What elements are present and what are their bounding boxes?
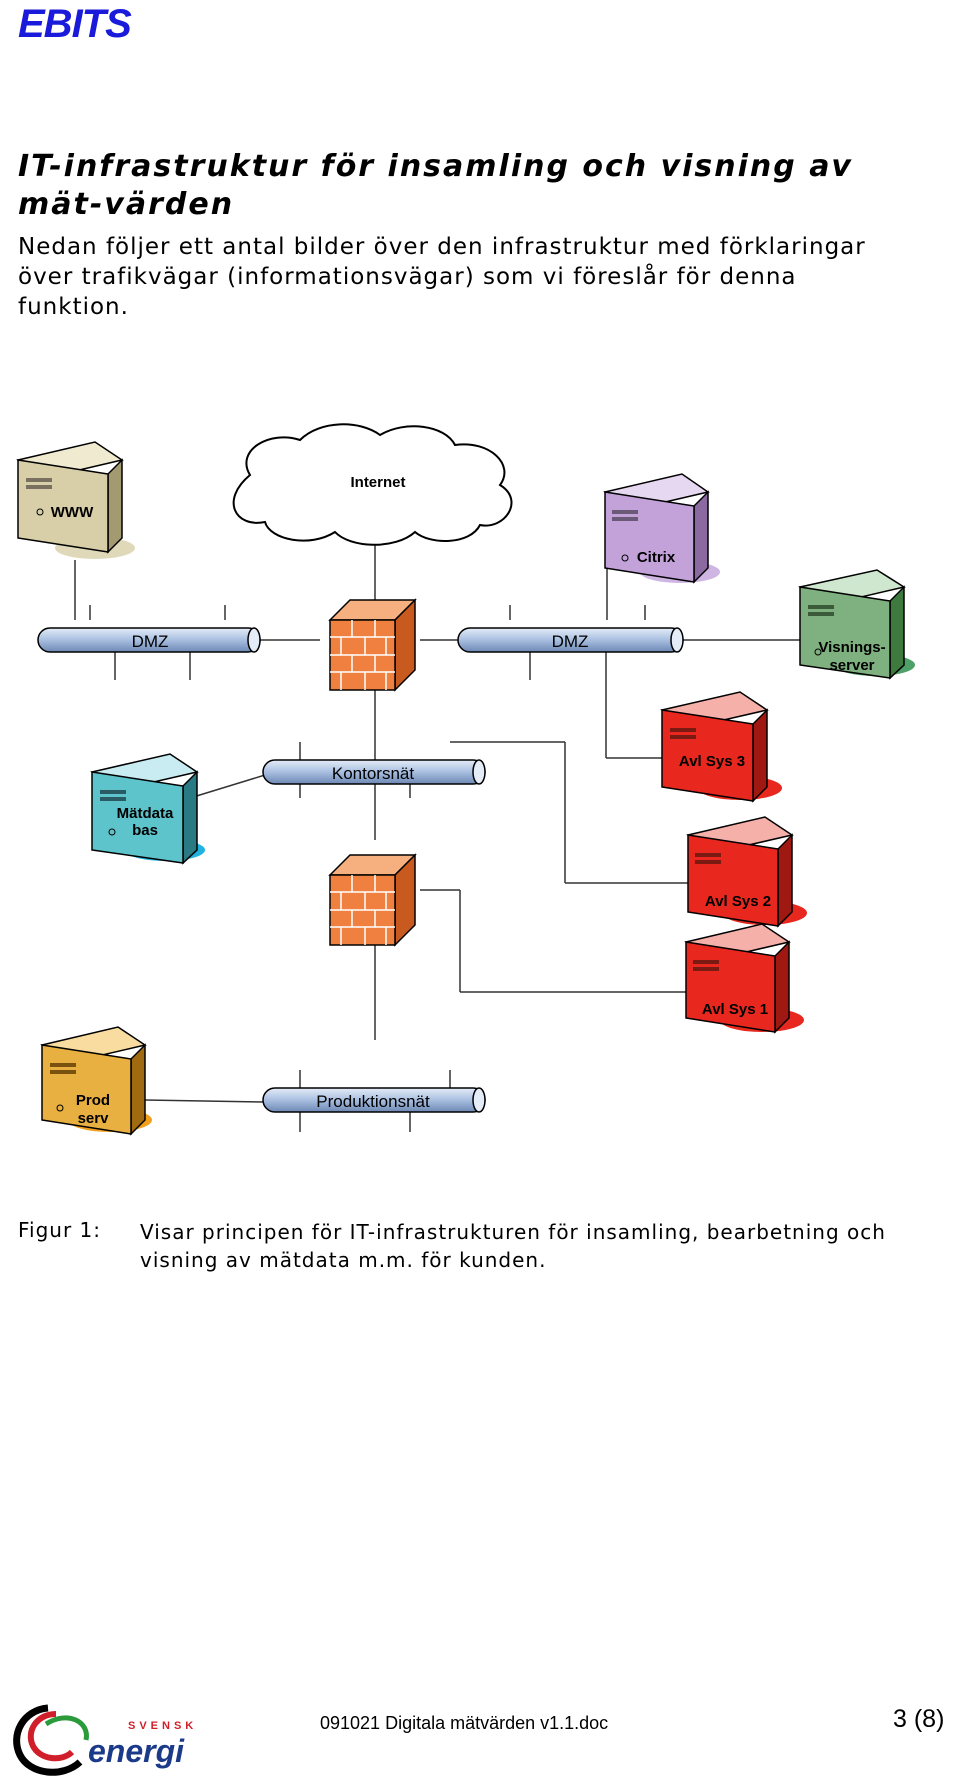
firewall-bottom-icon: [328, 853, 417, 947]
visningsserver-icon: [798, 569, 915, 680]
logo-energi-text: energi: [88, 1733, 185, 1769]
matdatabas-server-icon: [90, 753, 205, 865]
kontorsnat-label: Kontorsnät: [332, 764, 414, 783]
avl-sys-1-label: Avl Sys 1: [702, 1001, 768, 1018]
figure-caption-label: Figur 1:: [18, 1218, 102, 1242]
dmz-left-label: DMZ: [132, 632, 169, 651]
visningsserver-label-1: Visnings-: [818, 639, 885, 656]
prodserv-label-2: serv: [78, 1110, 110, 1127]
intro-paragraph: Nedan följer ett antal bilder över den i…: [18, 234, 866, 320]
produktionsnat-label: Produktionsnät: [316, 1092, 430, 1111]
citrix-server-icon: [603, 473, 720, 584]
www-label: WWW: [51, 504, 94, 521]
avl-sys-3-server-icon: [660, 691, 782, 803]
dmz-left-pipe: [37, 627, 261, 653]
kontorsnat-pipe: [262, 759, 486, 785]
avl-sys-2-server-icon: [686, 816, 807, 928]
matdatabas-label-2: bas: [132, 822, 158, 839]
dmz-right-label: DMZ: [552, 632, 589, 651]
dmz-right-pipe: [457, 627, 684, 653]
internet-cloud-icon: [232, 423, 513, 546]
avl-sys-2-label: Avl Sys 2: [705, 893, 771, 910]
svensk-energi-logo: SVENSK energi: [13, 1704, 197, 1776]
matdatabas-label-1: Mätdata: [117, 805, 174, 822]
citrix-label: Citrix: [637, 549, 676, 566]
avl-sys-3-label: Avl Sys 3: [679, 753, 745, 770]
network-diagram: Internet DMZ DMZ Kontorsnät Produktionsn…: [16, 423, 915, 1136]
produktionsnat-pipe: [262, 1087, 486, 1113]
section-heading: IT-infrastruktur för insamling och visni…: [18, 149, 853, 222]
www-server-icon: [16, 441, 135, 559]
svensk-energi-swirl-icon: [13, 1704, 89, 1776]
firewall-top-icon: [328, 598, 417, 692]
prodserv-server-icon: [40, 1026, 152, 1136]
logo-svensk-text: SVENSK: [128, 1720, 197, 1732]
brand-title: EBITS: [18, 2, 132, 46]
footer-filename: 091021 Digitala mätvärden v1.1.doc: [320, 1713, 609, 1733]
visningsserver-label-2: server: [829, 657, 874, 674]
figure-caption-text: Visar principen för IT-infrastrukturen f…: [140, 1220, 886, 1272]
avl-sys-1-server-icon: [684, 923, 804, 1034]
footer-page-number: 3 (8): [893, 1705, 945, 1733]
prodserv-label-1: Prod: [76, 1092, 110, 1109]
connection-lines: [74, 520, 800, 1132]
internet-label: Internet: [350, 474, 405, 491]
